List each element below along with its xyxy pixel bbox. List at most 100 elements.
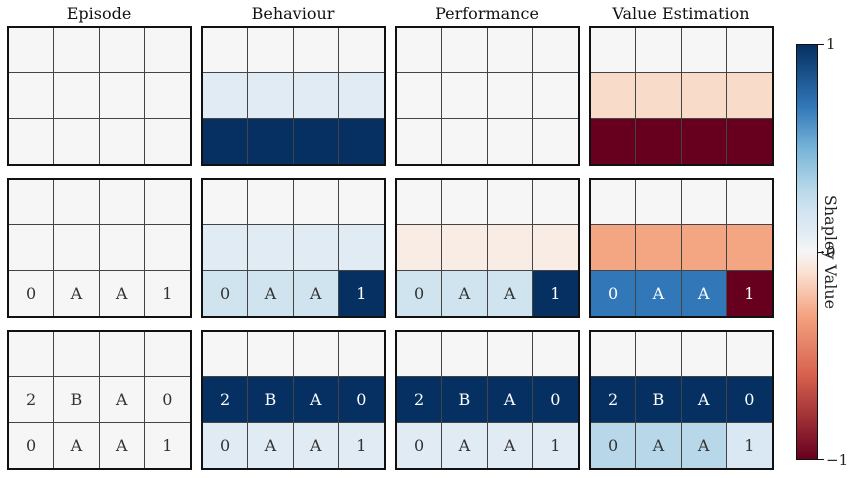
heatmap-cell [203,73,249,119]
heatmap-cell [293,225,339,271]
column-title-3: Value Estimation [612,4,750,23]
heatmap-cell [442,225,488,271]
heatmap-cell: B [248,377,294,423]
heatmap-cell [144,180,190,226]
heatmap-cell [591,180,637,226]
heatmap-cell [532,225,578,271]
heatmap-cell [54,180,100,226]
heatmap-cell: 1 [144,270,190,316]
heatmap-cell [99,118,145,164]
heatmap-cell [203,180,249,226]
heatmap-cell [144,332,190,378]
heatmap-cell: A [442,422,488,468]
heatmap-panel-r0-c2 [395,26,580,166]
heatmap-cell: 0 [9,270,55,316]
column-title-2: Performance [435,4,539,23]
heatmap-cell [681,332,727,378]
heatmap-cell: A [54,422,100,468]
heatmap-cell [442,118,488,164]
heatmap-cell: 2 [9,377,55,423]
heatmap-cell [397,225,443,271]
heatmap-cell: 0 [397,270,443,316]
heatmap-cell [726,118,772,164]
heatmap-cell: 2 [591,377,637,423]
heatmap-cell [726,73,772,119]
heatmap-cell [293,118,339,164]
heatmap-cell [532,73,578,119]
heatmap-cell [203,225,249,271]
heatmap-cell: A [487,377,533,423]
heatmap-cell [293,332,339,378]
heatmap-cell: 0 [338,377,384,423]
heatmap-cell [397,73,443,119]
heatmap-cell [248,225,294,271]
heatmap-cell: B [636,377,682,423]
heatmap-cell: 0 [203,270,249,316]
heatmap-cell [681,28,727,74]
heatmap-cell: 0 [591,270,637,316]
heatmap-cell: 2 [397,377,443,423]
heatmap-cell [487,118,533,164]
heatmap-cell [54,332,100,378]
heatmap-cell: B [442,377,488,423]
heatmap-cell [9,118,55,164]
heatmap-cell [248,73,294,119]
heatmap-cell [442,332,488,378]
heatmap-cell [54,28,100,74]
colorbar-tick-label-max: 1 [826,35,836,53]
heatmap-cell [681,180,727,226]
heatmap-cell [293,28,339,74]
heatmap-cell: A [293,422,339,468]
heatmap-cell [636,332,682,378]
heatmap-cell: A [99,422,145,468]
heatmap-cell [681,225,727,271]
heatmap-cell [636,73,682,119]
heatmap-cell: 1 [144,422,190,468]
heatmap-cell: 1 [338,270,384,316]
heatmap-cell: 0 [9,422,55,468]
heatmap-cell: A [636,270,682,316]
colorbar [796,44,818,460]
heatmap-cell [248,332,294,378]
heatmap-cell [338,180,384,226]
heatmap-cell [726,332,772,378]
heatmap-cell: 0 [397,422,443,468]
heatmap-cell [532,118,578,164]
heatmap-cell: A [293,270,339,316]
heatmap-cell [54,225,100,271]
heatmap-cell: 1 [532,422,578,468]
colorbar-tick-label-min: −1 [826,451,849,469]
heatmap-cell: 0 [532,377,578,423]
heatmap-cell [591,332,637,378]
heatmap-cell: 1 [726,422,772,468]
colorbar-tick-min [818,459,824,460]
heatmap-cell [144,73,190,119]
heatmap-cell [591,118,637,164]
heatmap-cell [591,225,637,271]
heatmap-cell [248,118,294,164]
heatmap-cell [9,225,55,271]
heatmap-cell [338,118,384,164]
heatmap-cell: A [293,377,339,423]
heatmap-cell [203,28,249,74]
heatmap-cell [338,28,384,74]
heatmap-cell: A [248,270,294,316]
colorbar-tick-max [818,44,824,45]
heatmap-cell: A [681,270,727,316]
heatmap-cell: A [99,270,145,316]
heatmap-cell [99,73,145,119]
heatmap-cell [532,332,578,378]
column-title-1: Behaviour [251,4,335,23]
heatmap-cell [487,225,533,271]
colorbar-tick-label-mid: 0 [826,243,836,261]
heatmap-cell [726,225,772,271]
heatmap-cell [293,180,339,226]
heatmap-cell [99,332,145,378]
heatmap-cell [54,118,100,164]
